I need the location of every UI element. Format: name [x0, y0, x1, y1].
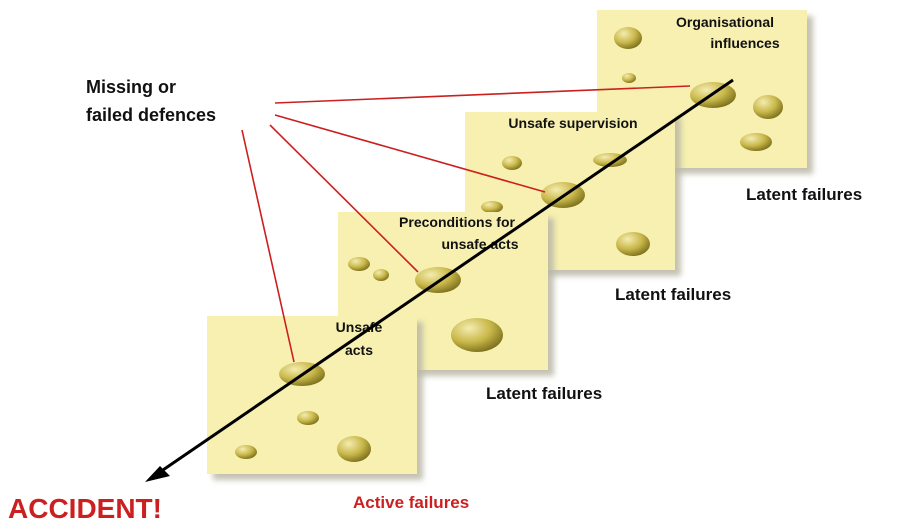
failure-label-preconditions: Latent failures [486, 384, 602, 403]
slice-unsafe-acts: Unsafe acts [207, 316, 417, 474]
slice-4-label-line-1: Unsafe [336, 319, 383, 335]
defence-label-line-2: failed defences [86, 105, 216, 125]
accident-trajectory [145, 80, 733, 482]
slice-3-label-line-2: unsafe acts [441, 236, 518, 252]
cheese-hole-icon [451, 318, 503, 352]
cheese-hole-icon [337, 436, 371, 462]
slice-4-label-line-2: acts [345, 342, 373, 358]
trajectory-line [160, 80, 733, 472]
cheese-hole-icon [502, 156, 522, 170]
cheese-hole-icon [373, 269, 389, 281]
slice-1-label-line-2: influences [710, 35, 779, 51]
cheese-hole-icon [481, 201, 503, 213]
accident-label: ACCIDENT! [8, 493, 162, 524]
cheese-hole-icon [622, 73, 636, 83]
failure-label-organisational: Latent failures [746, 185, 862, 204]
failure-label-unsafe-acts: Active failures [353, 493, 469, 512]
slice-2-label: Unsafe supervision [508, 115, 637, 131]
cheese-hole-icon [740, 133, 772, 151]
slice-3-label-line-1: Preconditions for [399, 214, 515, 230]
cheese-hole-icon [614, 27, 642, 49]
cheese-hole-icon [235, 445, 257, 459]
cheese-hole-icon [616, 232, 650, 256]
cheese-hole-icon [348, 257, 370, 271]
slice-1-label-line-1: Organisational [676, 14, 774, 30]
cheese-hole-icon [753, 95, 783, 119]
cheese-hole-icon [297, 411, 319, 425]
defence-label-line-1: Missing or [86, 77, 176, 97]
failure-label-supervision: Latent failures [615, 285, 731, 304]
